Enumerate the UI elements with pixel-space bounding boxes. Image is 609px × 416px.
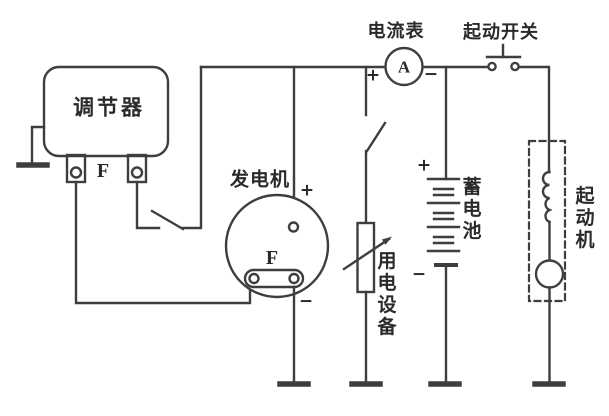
starter-motor-icon bbox=[527, 139, 567, 385]
generator-plus-label: + bbox=[299, 180, 315, 201]
battery-label: 蓄电池 bbox=[462, 177, 482, 242]
battery-icon bbox=[426, 65, 461, 385]
ammeter-plus-label: + bbox=[365, 65, 381, 86]
generator-field-label: F bbox=[265, 247, 279, 269]
ammeter-symbol: A bbox=[397, 57, 411, 77]
wire-regulator-to-generator-field bbox=[74, 180, 252, 305]
starter-motor-label: 起动机 bbox=[575, 186, 595, 251]
ammeter-label: 电流表 bbox=[367, 21, 425, 41]
generator-label: 发电机 bbox=[229, 169, 291, 191]
load-switch-icon bbox=[364, 65, 387, 225]
regulator-ground-icon bbox=[16, 125, 50, 168]
load-rheostat-icon bbox=[342, 221, 392, 385]
generator-icon bbox=[224, 193, 330, 385]
regulator-label: 调节器 bbox=[73, 95, 145, 120]
load-label: 用电设备 bbox=[377, 251, 397, 338]
ammeter-minus-label: − bbox=[423, 64, 439, 85]
generator-minus-label: − bbox=[298, 291, 314, 312]
starter-switch-icon bbox=[485, 43, 522, 72]
battery-minus-label: − bbox=[411, 264, 427, 285]
ammeter-icon bbox=[384, 46, 424, 87]
field-switch-icon bbox=[135, 65, 203, 231]
regulator-terminal-label: F bbox=[96, 160, 110, 182]
starter-switch-label: 起动开关 bbox=[463, 22, 539, 42]
battery-plus-label: + bbox=[416, 155, 432, 176]
